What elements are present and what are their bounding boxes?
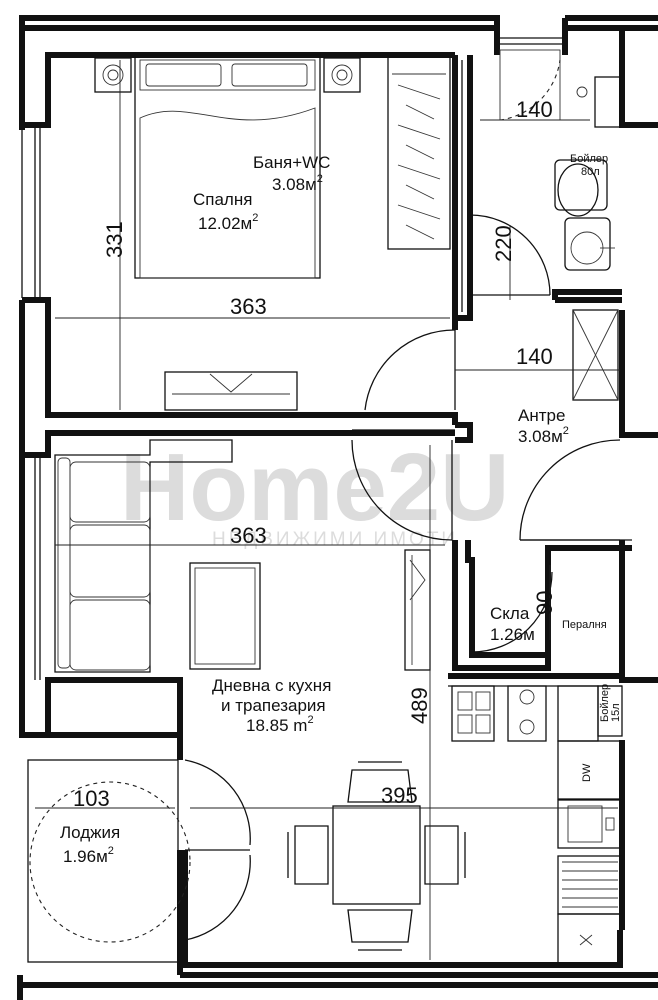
wardrobe-hanger	[405, 224, 435, 240]
washbasin	[564, 217, 611, 271]
dining-table	[332, 805, 421, 905]
entrance-door-swing	[519, 439, 621, 541]
wardrobe-hanger	[405, 104, 435, 120]
wardrobe-hanger	[405, 144, 435, 160]
dining-furniture	[287, 761, 466, 951]
boiler-bath	[554, 159, 608, 211]
loggia-door-swing-circle	[29, 781, 191, 943]
hallway-name: Антре	[518, 406, 565, 425]
storage-area: 1.26м	[490, 625, 535, 644]
dishwasher	[557, 740, 623, 800]
watermark-brand: Home2U	[120, 434, 509, 541]
wardrobe-hanger	[397, 84, 441, 100]
chair-bottom	[347, 909, 413, 943]
loggia-door-swing-a	[184, 759, 251, 846]
room-labels: Спалня 12.02м2 Баня+WC 3.08м2 Антре 3.08…	[60, 153, 569, 866]
boiler-kitchen-label: Бойлер	[599, 684, 611, 722]
counter-cabinet	[557, 685, 599, 742]
pillow-right	[231, 63, 308, 87]
living-name-line1: Дневна с кухня	[212, 676, 331, 695]
toilet	[557, 163, 599, 217]
exterior-walls	[17, 15, 658, 1000]
tv-unit	[404, 549, 431, 671]
boiler-bath-capacity: 80л	[581, 166, 600, 178]
storage-name: Скла	[490, 604, 530, 623]
living-area: 18.85 m2	[246, 714, 314, 735]
bedroom-name: Спалня	[193, 190, 252, 209]
wardrobe-hanger	[397, 124, 441, 140]
hallway-fixtures	[351, 309, 621, 653]
bedroom-door-swing	[364, 329, 456, 411]
nightstand-left	[94, 57, 132, 93]
dishwasher-label: DW	[581, 763, 593, 782]
hallway-area: 3.08м2	[518, 425, 569, 446]
wardrobe-hanger	[397, 204, 441, 220]
dim-living-height: 489	[407, 687, 432, 724]
living-door-swing	[351, 439, 453, 541]
sofa	[54, 439, 233, 673]
dim-bath-door: 220	[491, 225, 516, 262]
wardrobe-hanger	[405, 184, 435, 200]
wardrobe-hanger	[397, 164, 441, 180]
bedroom-area: 12.02м2	[198, 212, 258, 233]
dim-storage-door: 90	[532, 591, 557, 615]
chair-top	[347, 769, 413, 803]
bath-door-swing	[469, 214, 551, 296]
interior-walls	[177, 37, 632, 760]
chair-left	[294, 825, 329, 885]
dim-loggia-width: 103	[73, 786, 110, 811]
bathroom-fixtures	[469, 49, 621, 296]
oven	[507, 685, 547, 742]
boiler-bath-label: Бойлер	[570, 153, 608, 165]
sink	[557, 799, 623, 849]
watermark: Home2U НЕДВИЖИМИ ИМОТИ	[120, 434, 509, 550]
living-name-line2: и трапезария	[221, 696, 326, 715]
bath-window-frame	[594, 76, 621, 128]
loggia	[27, 759, 251, 963]
dimension-lines	[35, 60, 620, 960]
wardrobe	[387, 56, 451, 250]
shower-head	[576, 86, 588, 98]
bathroom-name: Баня+WC	[253, 153, 330, 172]
washer-cabinet	[557, 855, 623, 915]
bed-cover	[139, 107, 316, 279]
loggia-area: 1.96м2	[63, 845, 114, 866]
nightstand-right	[323, 57, 361, 93]
loggia-name: Лоджия	[60, 823, 120, 842]
dimension-labels: 331 363 363 489 395 140 220 140 90 103	[73, 97, 557, 811]
pillow-left	[145, 63, 222, 87]
dim-bedroom-width: 363	[230, 294, 267, 319]
dim-dining-width: 395	[381, 783, 418, 808]
fridge	[557, 913, 623, 965]
fixture-labels: Бойлер 80л Пералня Бойлер 15л DW	[562, 153, 622, 782]
tv-stand	[164, 371, 298, 411]
dim-bedroom-height: 331	[102, 221, 127, 258]
hall-wardrobe	[572, 309, 619, 401]
hob	[451, 685, 495, 742]
dim-bath-width: 140	[516, 97, 553, 122]
boiler-kitchen	[597, 685, 623, 737]
coffee-table	[189, 562, 261, 670]
laundry-label: Пералня	[562, 619, 607, 631]
dim-living-width: 363	[230, 523, 267, 548]
chair-right	[424, 825, 459, 885]
boiler-kitchen-capacity: 15л	[610, 703, 622, 722]
dim-hall-width: 140	[516, 344, 553, 369]
kitchen-fixtures	[451, 685, 623, 965]
loggia-door-swing-b	[184, 854, 251, 941]
bedroom-furniture	[94, 54, 456, 411]
bathroom-area: 3.08м2	[272, 173, 323, 194]
